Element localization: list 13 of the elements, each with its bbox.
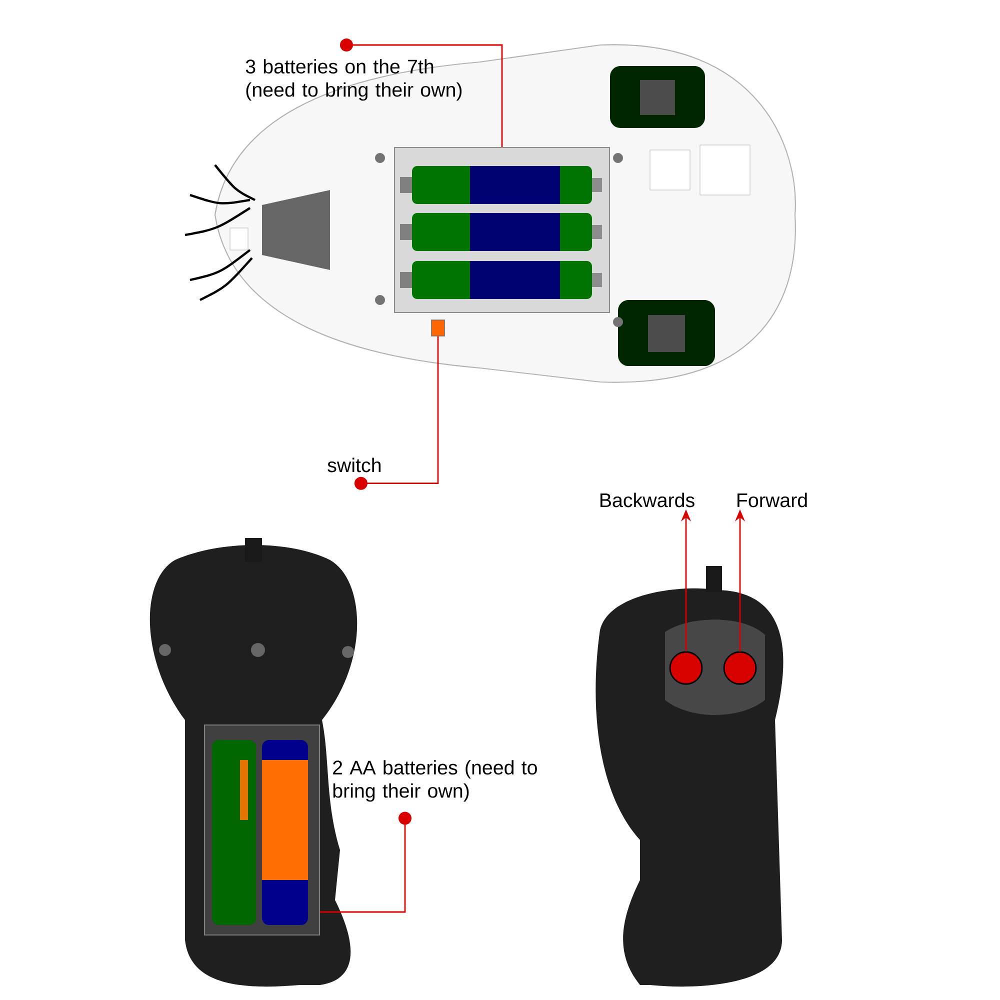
callout-text: Backwards	[600, 492, 694, 508]
leader-line	[354, 336, 439, 490]
callout-text: 2 AA batteries (need to bring their own)	[333, 760, 537, 802]
callout-text: Forward	[738, 492, 807, 508]
callout-text: 3 batteries on the 7th (need to bring their own)	[246, 59, 462, 101]
power-switch	[431, 320, 445, 336]
battery-compartment	[204, 724, 320, 936]
button	[669, 651, 703, 685]
leader-line	[320, 812, 412, 913]
callout-text: switch	[328, 458, 381, 472]
leader-line	[340, 38, 503, 147]
battery-compartment	[394, 146, 610, 314]
button	[723, 651, 757, 685]
